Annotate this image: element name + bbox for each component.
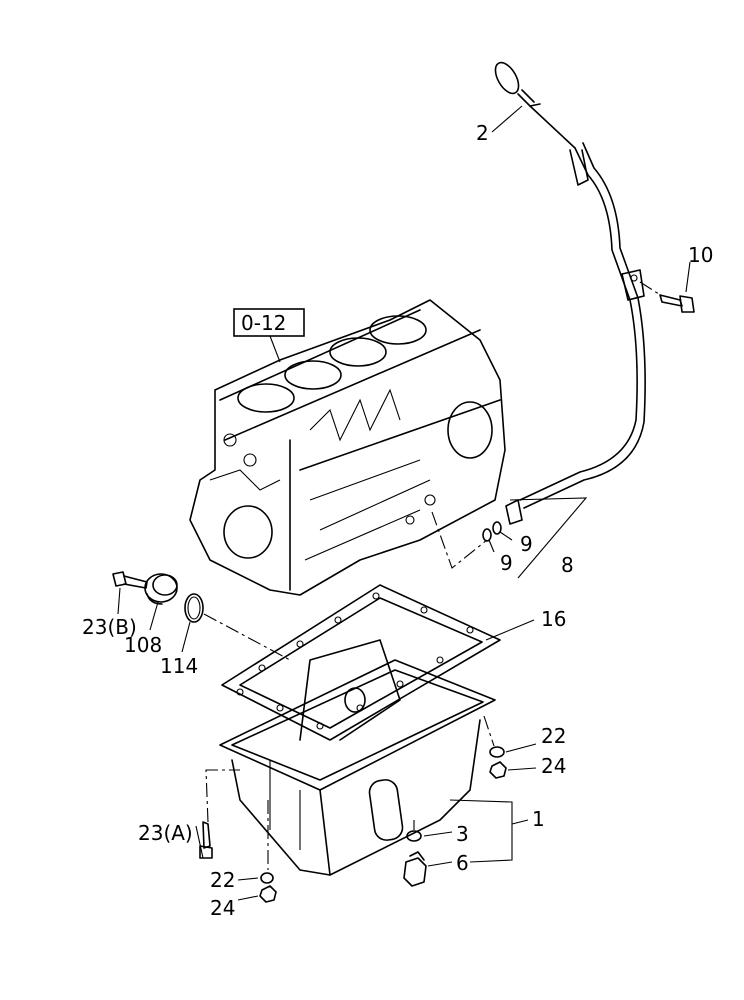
leader-6 [427,861,453,867]
label-3: 3 [456,822,469,846]
seals-9 [431,497,588,579]
leader-23b [117,587,121,615]
label-23a: 23(A) [138,821,193,845]
leader-24l [237,895,259,901]
leader-23a [195,825,204,859]
label-22-right: 22 [541,724,566,748]
label-9-upper: 9 [520,532,533,556]
leader-114 [181,621,191,653]
washer-22-left [260,872,274,884]
leader-24r [507,767,537,771]
drain-plug-6 [403,851,427,887]
leader-2 [491,105,523,133]
leader-dash-10 [639,281,663,297]
oil-pan-1 [219,639,496,876]
cover-108 [144,573,178,605]
label-24-right: 24 [541,754,566,778]
nut-24-left [259,885,277,903]
label-1: 1 [532,807,545,831]
label-22-left: 22 [210,868,235,892]
label-16: 16 [541,607,566,631]
leader-1-tail [511,819,529,825]
bolt-23a [199,821,213,859]
leader-10 [685,261,691,293]
leader-dash-23a [205,769,240,823]
cylinder-block [189,299,506,596]
bolt-23b [112,571,148,589]
label-2: 2 [476,121,489,145]
reference-box-label: 0-12 [241,311,286,335]
washer-3 [406,830,422,842]
leader-ref [269,335,281,363]
reference-box[interactable]: 0-12 [233,308,305,337]
label-9-lower: 9 [500,551,513,575]
nut-24-right [489,761,507,779]
label-108: 108 [124,633,162,657]
leader-dash-22r [483,715,495,747]
leader-108 [149,601,159,631]
leader-16 [485,619,535,641]
dipstick-part [494,61,646,525]
leader-22l [237,877,259,881]
oring-114 [184,593,204,623]
label-10: 10 [688,243,713,267]
gasket-16 [221,584,501,741]
label-6: 6 [456,851,469,875]
label-8: 8 [561,553,574,577]
leader-dash-oring [203,613,291,661]
label-114: 114 [160,654,198,678]
leader-22r [505,743,537,753]
bolt-10 [659,294,695,313]
washer-22-right [489,746,505,758]
leader-3 [423,831,453,837]
label-24-left: 24 [210,896,235,920]
leader-1 [449,799,513,863]
label-23b: 23(B) [82,615,137,639]
